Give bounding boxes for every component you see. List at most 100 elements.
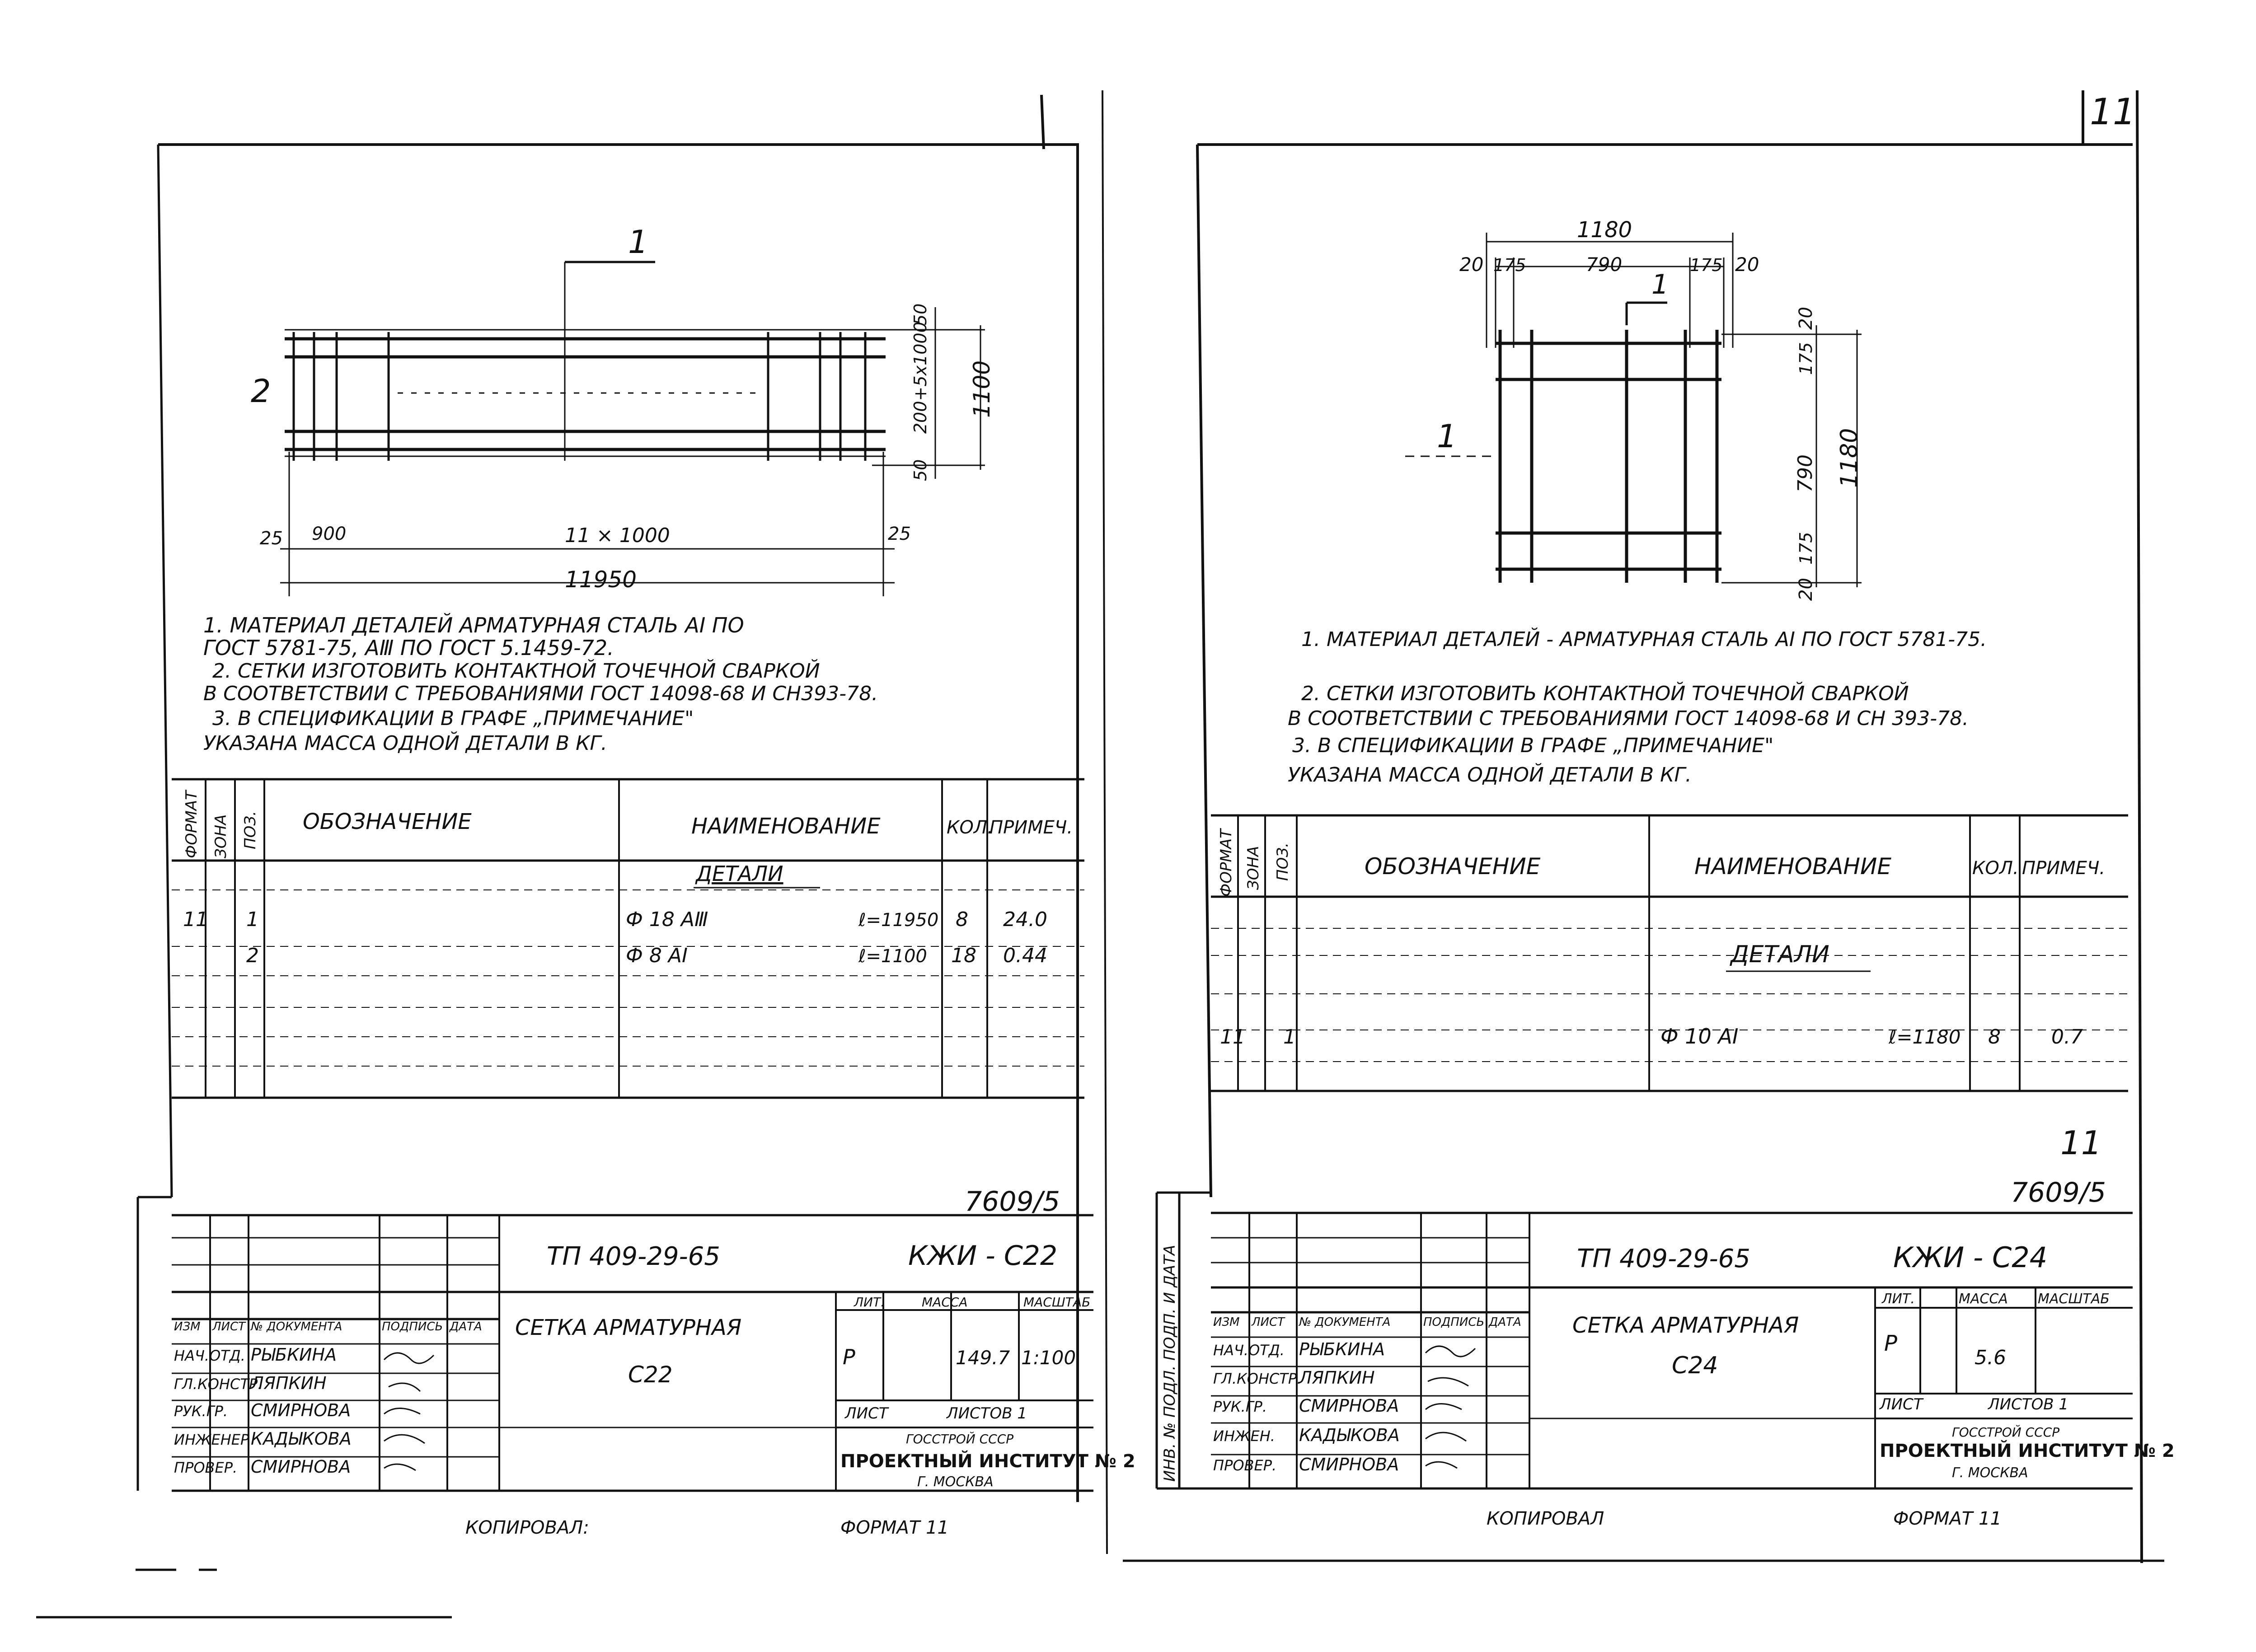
mass-label: МАССА bbox=[922, 1295, 968, 1310]
role: РУК.ГР. bbox=[1213, 1398, 1267, 1415]
role: ГЛ.КОНСТР. bbox=[1213, 1370, 1301, 1387]
row2-qty: 18 bbox=[951, 944, 976, 967]
hdr-note: ПРИМЕЧ. bbox=[990, 817, 1073, 838]
row2-note: 0.44 bbox=[1003, 944, 1047, 967]
spec-section-title: ДЕТАЛИ bbox=[695, 861, 783, 886]
section-mark: 1 bbox=[628, 224, 648, 261]
dim-50-top: 50 bbox=[910, 304, 930, 325]
row2-length: ℓ=1100 bbox=[858, 946, 927, 967]
stamp-col: ЛИСТ bbox=[212, 1320, 246, 1334]
dim-11x1000: 11 × 1000 bbox=[565, 524, 670, 547]
sheets-label: ЛИСТОВ 1 bbox=[946, 1404, 1027, 1423]
lit-label: ЛИТ. bbox=[1881, 1291, 1915, 1307]
note-line: 1. МАТЕРИАЛ ДЕТАЛЕЙ АРМАТУРНАЯ СТАЛЬ АⅠ … bbox=[203, 613, 744, 637]
org-2: ПРОЕКТНЫЙ ИНСТИТУТ № 2 bbox=[840, 1450, 1135, 1472]
bottom-dim-lines bbox=[280, 452, 895, 596]
note-line: 2. СЕТКИ ИЗГОТОВИТЬ КОНТАКТНОЙ ТОЧЕЧНОЙ … bbox=[212, 659, 820, 683]
hdr-pos: ПОЗ. bbox=[1274, 842, 1292, 881]
spec-columns bbox=[1237, 815, 2021, 1091]
left-title-block: 7609/5 ТП 409-29-65 КЖИ - С22 ИЗМ ЛИСТ №… bbox=[136, 1186, 1135, 1492]
org-1: ГОССТРОЙ СССР bbox=[906, 1431, 1013, 1446]
note-line: ГОСТ 5781-75, АⅢ ПО ГОСТ 5.1459-72. bbox=[203, 636, 614, 660]
left-spec-table: ФОРМАТ ЗОНА ПОЗ. ОБОЗНАЧЕНИЕ НАИМЕНОВАНИ… bbox=[172, 778, 1084, 1099]
stamp-rows bbox=[172, 1237, 836, 1458]
dim-20: 20 bbox=[1735, 253, 1759, 276]
dim-20: 20 bbox=[1796, 307, 1816, 330]
name: ЛЯПКИН bbox=[250, 1373, 327, 1393]
stamp-col: № ДОКУМЕНТА bbox=[1298, 1315, 1390, 1329]
sheet-number: 11 bbox=[2060, 1124, 2102, 1162]
spec-borders bbox=[1211, 814, 2128, 1092]
stamp-grid bbox=[1248, 1213, 2133, 1488]
dim-25-left: 25 bbox=[260, 528, 283, 549]
org-3: Г. МОСКВА bbox=[917, 1474, 994, 1490]
spec-section-title: ДЕТАЛИ bbox=[1730, 941, 1829, 968]
long-bars-outline bbox=[285, 329, 886, 457]
lit-value: Р bbox=[843, 1345, 855, 1369]
stamp-col: ДАТА bbox=[449, 1320, 482, 1334]
row1-note: 0.7 bbox=[2051, 1025, 2083, 1048]
scale-label: МАСШТАБ bbox=[2038, 1291, 2110, 1307]
org-1: ГОССТРОЙ СССР bbox=[1952, 1424, 2059, 1440]
role: РУК.ГР. bbox=[174, 1403, 228, 1420]
signatures bbox=[1425, 1345, 1476, 1469]
spec-columns bbox=[205, 779, 988, 1098]
hdr-note: ПРИМЕЧ. bbox=[2022, 858, 2105, 879]
row1-length: ℓ=1180 bbox=[1888, 1026, 1961, 1048]
dim-790: 790 bbox=[1586, 253, 1622, 276]
row2-pos: 2 bbox=[246, 944, 259, 967]
hdr-name: НАИМЕНОВАНИЕ bbox=[691, 814, 881, 839]
hdr-designation: ОБОЗНАЧЕНИЕ bbox=[303, 809, 472, 834]
spec-borders bbox=[172, 778, 1084, 1099]
row1-pos: 1 bbox=[246, 908, 259, 931]
note-line: В СООТВЕТСТВИИ С ТРЕБОВАНИЯМИ ГОСТ 14098… bbox=[203, 682, 878, 705]
dim-900: 900 bbox=[312, 524, 346, 544]
left-frame-left bbox=[157, 144, 173, 1198]
stamp-col: ЛИСТ bbox=[1251, 1315, 1285, 1329]
mesh-cols bbox=[1498, 330, 1719, 583]
role: НАЧ.ОТД. bbox=[1213, 1342, 1285, 1359]
dim-11950: 11950 bbox=[565, 566, 637, 593]
row1-name: Ф 10 АⅠ bbox=[1660, 1024, 1738, 1048]
left-frame bbox=[158, 143, 1079, 1502]
section-leader bbox=[1625, 301, 1667, 325]
name: РЫБКИНА bbox=[1299, 1339, 1385, 1359]
mass-label: МАССА bbox=[1959, 1291, 2008, 1307]
hdr-zone: ЗОНА bbox=[1244, 846, 1262, 890]
top-dim-lines bbox=[1486, 233, 1734, 348]
dim-1180-top: 1180 bbox=[1577, 217, 1632, 243]
lit-label: ЛИТ. bbox=[854, 1295, 885, 1310]
hdr-designation: ОБОЗНАЧЕНИЕ bbox=[1365, 853, 1541, 880]
name: КАДЫКОВА bbox=[251, 1429, 352, 1449]
stamp-borders bbox=[1155, 1191, 2133, 1490]
side-label: ИНВ. № ПОДЛ. ПОДП. И ДАТА bbox=[1161, 1245, 1179, 1482]
row2-name: Ф 8 АⅠ bbox=[626, 944, 688, 967]
hdr-format: ФОРМАТ bbox=[183, 790, 201, 858]
note-line: УКАЗАНА МАССА ОДНОЙ ДЕТАЛИ В КГ. bbox=[203, 731, 607, 755]
hdr-format: ФОРМАТ bbox=[1217, 828, 1235, 897]
long-bars bbox=[285, 337, 886, 451]
dim-175: 175 bbox=[1690, 255, 1723, 275]
stamp-col: ПОДПИСЬ bbox=[382, 1320, 443, 1334]
sheets-label: ЛИСТОВ 1 bbox=[1987, 1395, 2068, 1413]
mass-value: 5.6 bbox=[1975, 1346, 2006, 1369]
sheet-ref: 7609/5 bbox=[2011, 1177, 2106, 1208]
dim-mid: 200+5x1000 bbox=[910, 322, 930, 434]
dim-175: 175 bbox=[1796, 342, 1816, 375]
dim-175: 175 bbox=[1493, 255, 1526, 275]
position-label: 2 bbox=[251, 373, 271, 410]
row1-format: 11 bbox=[1220, 1025, 1245, 1048]
stamp-col: ДАТА bbox=[1488, 1315, 1521, 1329]
dim-20: 20 bbox=[1459, 253, 1483, 276]
stamp-borders bbox=[136, 1196, 1093, 1492]
dim-790: 790 bbox=[1794, 454, 1817, 492]
dim-20: 20 bbox=[1796, 578, 1816, 601]
name: СМИРНОВА bbox=[251, 1457, 351, 1477]
sheet-ref: 7609/5 bbox=[965, 1186, 1060, 1217]
row1-note: 24.0 bbox=[1003, 908, 1047, 931]
role: НАЧ.ОТД. bbox=[174, 1347, 245, 1364]
stamp-col: ИЗМ bbox=[1213, 1315, 1240, 1329]
signatures bbox=[383, 1352, 435, 1471]
